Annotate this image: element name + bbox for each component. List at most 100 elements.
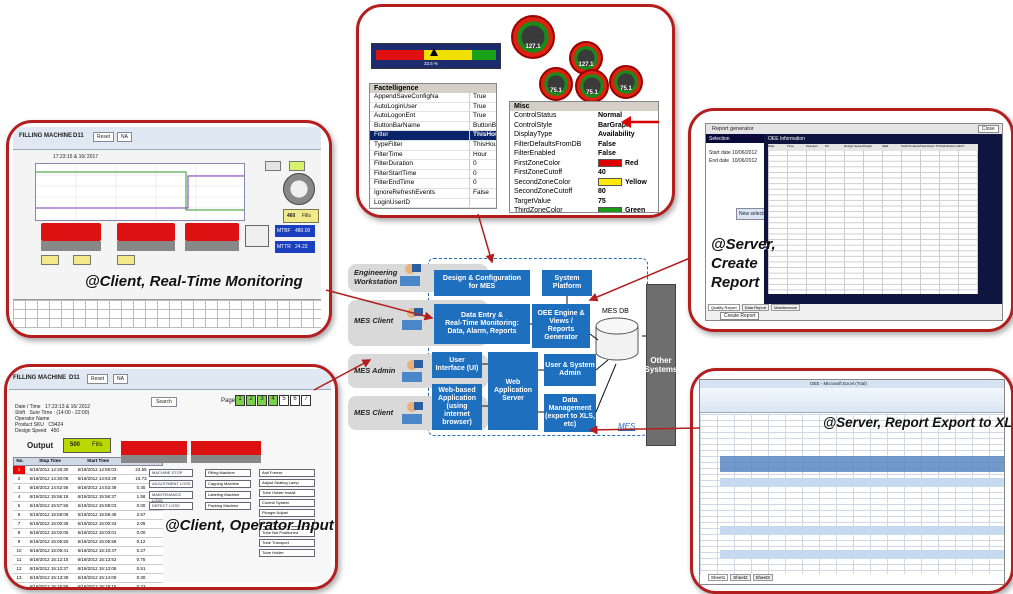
- category-item[interactable]: Labeling Machine: [205, 491, 251, 499]
- property-row[interactable]: ButtonBarNameButtonBar1: [370, 121, 496, 132]
- property-value[interactable]: 0: [469, 160, 496, 169]
- property-value[interactable]: 0: [469, 179, 496, 188]
- report-tab[interactable]: Data Report: [741, 304, 770, 311]
- property-value[interactable]: 0: [469, 169, 496, 179]
- property-value[interactable]: True: [469, 112, 496, 121]
- category-item[interactable]: Filling Machine: [205, 469, 251, 477]
- misc-value[interactable]: Yellow: [594, 178, 658, 188]
- page-button[interactable]: 3: [257, 395, 267, 406]
- operator-search-button[interactable]: Search: [151, 397, 177, 407]
- page-button[interactable]: 2: [246, 395, 256, 406]
- property-value[interactable]: True: [469, 102, 496, 112]
- sheet-tab[interactable]: Sheet3: [752, 574, 773, 581]
- misc-value[interactable]: Red: [594, 159, 658, 169]
- operator-na-button[interactable]: NA: [113, 374, 128, 384]
- monitor-reset-button[interactable]: Reset: [93, 132, 115, 142]
- speed-stop-button[interactable]: [265, 161, 281, 171]
- misc-value[interactable]: False: [594, 140, 658, 150]
- property-row[interactable]: TypeFilterThisHour: [370, 140, 496, 151]
- property-value[interactable]: ButtonBar1: [469, 121, 496, 131]
- property-value[interactable]: Hour: [469, 150, 496, 160]
- problem-item[interactable]: Tube Transport: [259, 539, 315, 547]
- misc-value[interactable]: 80: [594, 187, 658, 197]
- start-date-value[interactable]: 10/06/2012: [732, 150, 758, 156]
- page-button[interactable]: 4: [268, 395, 278, 406]
- problem-item[interactable]: Tube Holder Install: [259, 489, 315, 497]
- category-item[interactable]: Capping Machine: [205, 480, 251, 488]
- category-item[interactable]: Packing Machine: [205, 502, 251, 510]
- monitor-na-button[interactable]: NA: [117, 132, 132, 142]
- sheet-tab[interactable]: Sheet1: [708, 574, 729, 581]
- problem-item[interactable]: Tube Not Positioned: [259, 529, 315, 537]
- property-value[interactable]: False: [469, 188, 496, 198]
- report-tab[interactable]: Maintenance: [771, 304, 801, 311]
- reason-button[interactable]: MAINTENANCE LOSS: [149, 491, 193, 503]
- create-report-button[interactable]: Create Report: [720, 312, 760, 320]
- property-row[interactable]: LoginUserID: [370, 198, 496, 208]
- problem-item[interactable]: Anti Freeze: [259, 469, 315, 477]
- misc-value[interactable]: BarGraph: [594, 121, 658, 131]
- problem-item[interactable]: Control System: [259, 499, 315, 507]
- problem-item[interactable]: Tube Holder: [259, 549, 315, 557]
- operator-reset-button[interactable]: Reset: [87, 374, 109, 384]
- problem-item[interactable]: Cutting: [259, 519, 315, 527]
- misc-value[interactable]: 40: [594, 168, 658, 178]
- property-value[interactable]: True: [469, 93, 496, 102]
- misc-value[interactable]: Normal: [594, 111, 658, 121]
- end-date-value[interactable]: 10/06/2012: [732, 158, 758, 164]
- sheet-tab[interactable]: Sheet2: [730, 574, 751, 581]
- misc-value[interactable]: 75: [594, 197, 658, 207]
- report-tab[interactable]: Quality Report: [708, 304, 740, 311]
- page-button[interactable]: 1: [235, 395, 245, 406]
- reason-button[interactable]: DEFECT LOSS: [149, 502, 193, 510]
- reason-button[interactable]: MACHINE STOP: [149, 469, 193, 477]
- report-close-button[interactable]: Close: [978, 125, 999, 133]
- problem-item[interactable]: Plunger Adjust: [259, 509, 315, 517]
- reason-button[interactable]: ADJUSTMENT LOSS: [149, 480, 193, 488]
- page-button[interactable]: 6: [290, 395, 300, 406]
- property-value[interactable]: ThisHour, Hour: [469, 131, 496, 140]
- property-value[interactable]: ThisHour: [469, 140, 496, 150]
- problem-item[interactable]: Adjust Sealing Lamp: [259, 479, 315, 487]
- property-value[interactable]: [469, 198, 496, 208]
- misc-value[interactable]: False: [594, 149, 658, 159]
- page-button[interactable]: 5: [279, 395, 289, 406]
- property-row[interactable]: FilterThisHour, Hour: [370, 131, 496, 141]
- page-button[interactable]: 7: [301, 395, 311, 406]
- misc-value[interactable]: Availability: [594, 130, 658, 140]
- misc-value[interactable]: Green: [594, 206, 658, 212]
